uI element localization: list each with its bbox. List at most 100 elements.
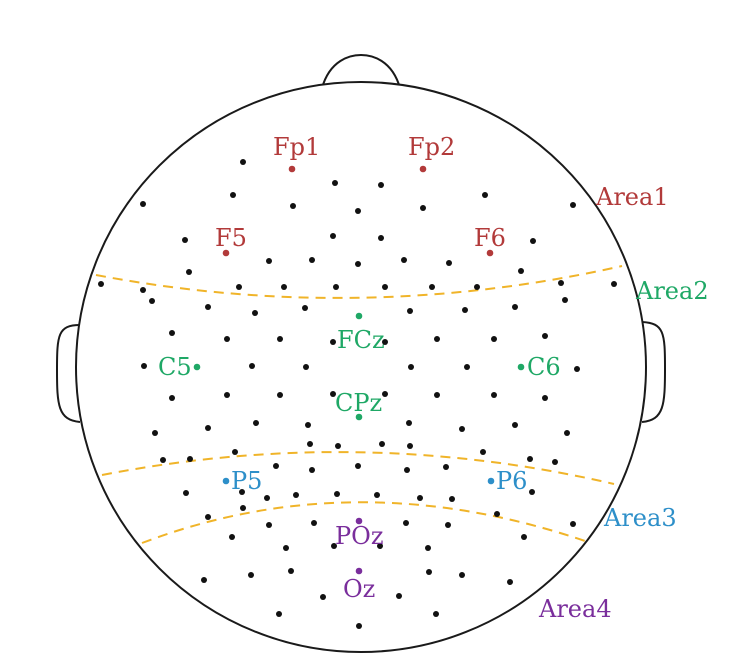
boundary-area2-area3	[101, 451, 615, 485]
electrode-c6	[517, 363, 525, 371]
electrode-label-poz: POz	[335, 522, 383, 550]
electrode-dot	[309, 257, 315, 263]
electrode-label-f5: F5	[215, 224, 247, 252]
electrode-dot	[574, 366, 580, 372]
electrode-dot	[201, 577, 207, 583]
electrode-dot	[253, 420, 259, 426]
electrode-label-c6: C6	[527, 353, 561, 381]
electrode-dot	[382, 391, 388, 397]
electrode-dot	[309, 467, 315, 473]
electrode-c5	[193, 363, 201, 371]
boundary-area1-area2	[95, 265, 623, 299]
electrode-dot	[378, 182, 384, 188]
electrode-dot	[426, 569, 432, 575]
electrode-dot	[512, 304, 518, 310]
electrode-dot	[459, 572, 465, 578]
electrode-dot	[429, 284, 435, 290]
electrode-dot	[459, 426, 465, 432]
electrode-dot	[521, 534, 527, 540]
electrode-fp1	[288, 165, 296, 173]
left-ear-outline	[55, 324, 81, 423]
electrode-dot	[307, 441, 313, 447]
electrode-dot	[264, 495, 270, 501]
electrode-dot	[529, 489, 535, 495]
electrode-dot	[482, 192, 488, 198]
electrode-dot	[277, 392, 283, 398]
electrode-dot	[480, 449, 486, 455]
electrode-dot	[249, 363, 255, 369]
electrode-dot	[374, 492, 380, 498]
electrode-dot	[377, 543, 383, 549]
electrode-dot	[330, 233, 336, 239]
electrode-dot	[403, 520, 409, 526]
electrode-dot	[232, 449, 238, 455]
electrode-dot	[276, 611, 282, 617]
electrode-dot	[240, 159, 246, 165]
electrode-dot	[140, 287, 146, 293]
electrode-dot	[507, 579, 513, 585]
electrode-label-f6: F6	[474, 224, 506, 252]
electrode-dot	[378, 235, 384, 241]
electrode-dot	[240, 505, 246, 511]
electrode-dot	[433, 611, 439, 617]
labeled-electrodes: Fp1 Fp2 F5 F6 FCz C5 C6 CPz P5 P6 POz Oz	[158, 133, 561, 603]
electrode-dot	[379, 441, 385, 447]
electrode-dot	[224, 392, 230, 398]
electrode-dot	[224, 336, 230, 342]
electrode-dot	[141, 363, 147, 369]
electrode-dot	[434, 336, 440, 342]
electrode-p6	[487, 477, 495, 485]
area2-label: Area2	[635, 277, 709, 305]
electrode-dot	[187, 456, 193, 462]
electrode-dot	[474, 284, 480, 290]
electrode-oz	[355, 567, 363, 575]
electrode-dot	[408, 364, 414, 370]
electrode-dot	[527, 456, 533, 462]
electrode-dot	[205, 425, 211, 431]
electrode-dot	[334, 491, 340, 497]
electrode-f5	[222, 249, 230, 257]
area1-label: Area1	[595, 183, 669, 211]
electrode-fp2	[419, 165, 427, 173]
electrode-dot	[183, 490, 189, 496]
electrode-dot	[464, 364, 470, 370]
electrode-cpz	[355, 413, 363, 421]
electrode-dot	[564, 430, 570, 436]
electrode-dot	[229, 534, 235, 540]
head-outline	[75, 81, 647, 653]
electrode-label-cpz: CPz	[335, 389, 382, 417]
electrode-dot	[491, 336, 497, 342]
electrode-dot	[407, 443, 413, 449]
electrode-dot	[494, 511, 500, 517]
electrode-dot	[542, 333, 548, 339]
electrode-dot	[290, 203, 296, 209]
electrode-dot	[355, 261, 361, 267]
electrode-dot	[445, 522, 451, 528]
electrode-dot	[335, 443, 341, 449]
electrode-p5	[222, 477, 230, 485]
electrode-dot	[331, 543, 337, 549]
electrode-fcz	[355, 312, 363, 320]
electrode-dot	[552, 459, 558, 465]
electrode-dot	[407, 308, 413, 314]
electrode-dot	[239, 489, 245, 495]
electrode-grid	[98, 159, 617, 629]
electrode-dot	[293, 492, 299, 498]
electrode-dot	[186, 269, 192, 275]
electrode-dot	[332, 180, 338, 186]
electrode-dot	[169, 330, 175, 336]
electrode-dot	[404, 467, 410, 473]
electrode-label-c5: C5	[158, 353, 192, 381]
electrode-dot	[230, 192, 236, 198]
electrode-dot	[443, 464, 449, 470]
electrode-dot	[281, 284, 287, 290]
electrode-dot	[356, 623, 362, 629]
electrode-dot	[277, 336, 283, 342]
area3-label: Area3	[603, 504, 677, 532]
electrode-dot	[434, 392, 440, 398]
electrode-dot	[355, 463, 361, 469]
electrode-dot	[518, 268, 524, 274]
electrode-poz	[355, 517, 363, 525]
electrode-dot	[152, 430, 158, 436]
